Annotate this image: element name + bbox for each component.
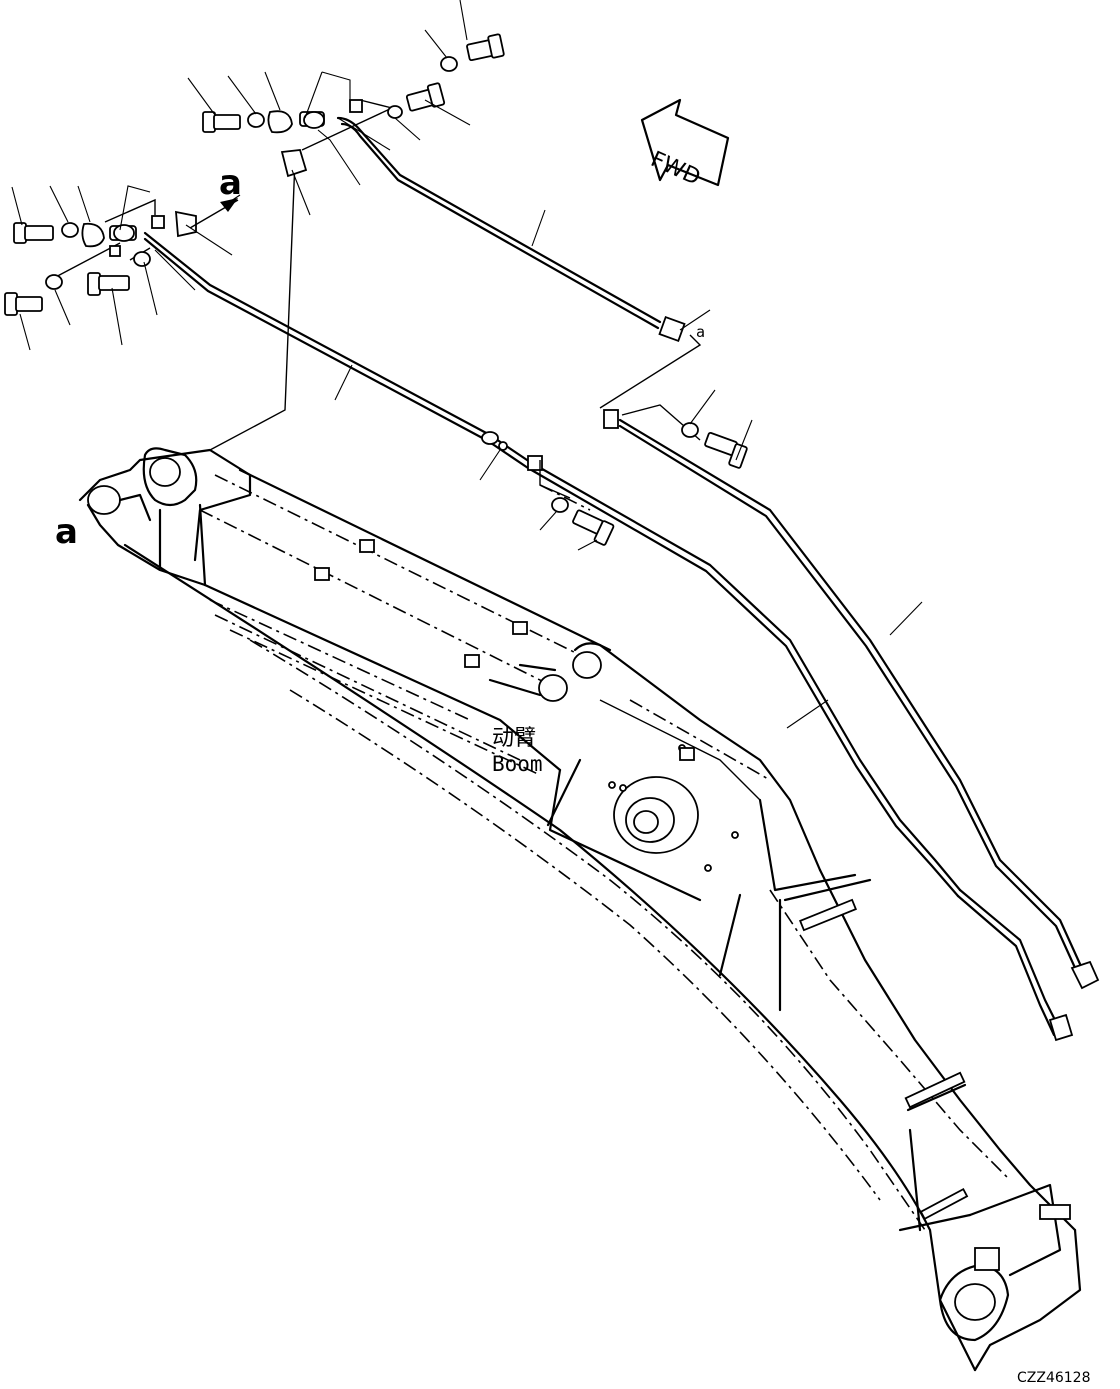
reference-lines	[49, 99, 702, 511]
reference-a-left: a	[55, 512, 78, 552]
washer	[440, 56, 458, 72]
drawing-code: CZZ46128	[1017, 1370, 1091, 1386]
boom-label-en: Boom	[492, 752, 543, 776]
direction-arrow-a	[189, 198, 239, 229]
hydraulic-pipes	[143, 116, 1100, 1042]
reference-a-small: a	[696, 323, 706, 341]
leader-lines	[11, 0, 923, 729]
hardware	[4, 33, 748, 546]
bolt-top-right	[466, 33, 505, 62]
fwd-arrow-icon	[640, 98, 730, 187]
boom-body	[78, 447, 1082, 1372]
reference-a-top: a	[219, 163, 242, 203]
boom-label-cn: 动臂	[492, 726, 537, 751]
